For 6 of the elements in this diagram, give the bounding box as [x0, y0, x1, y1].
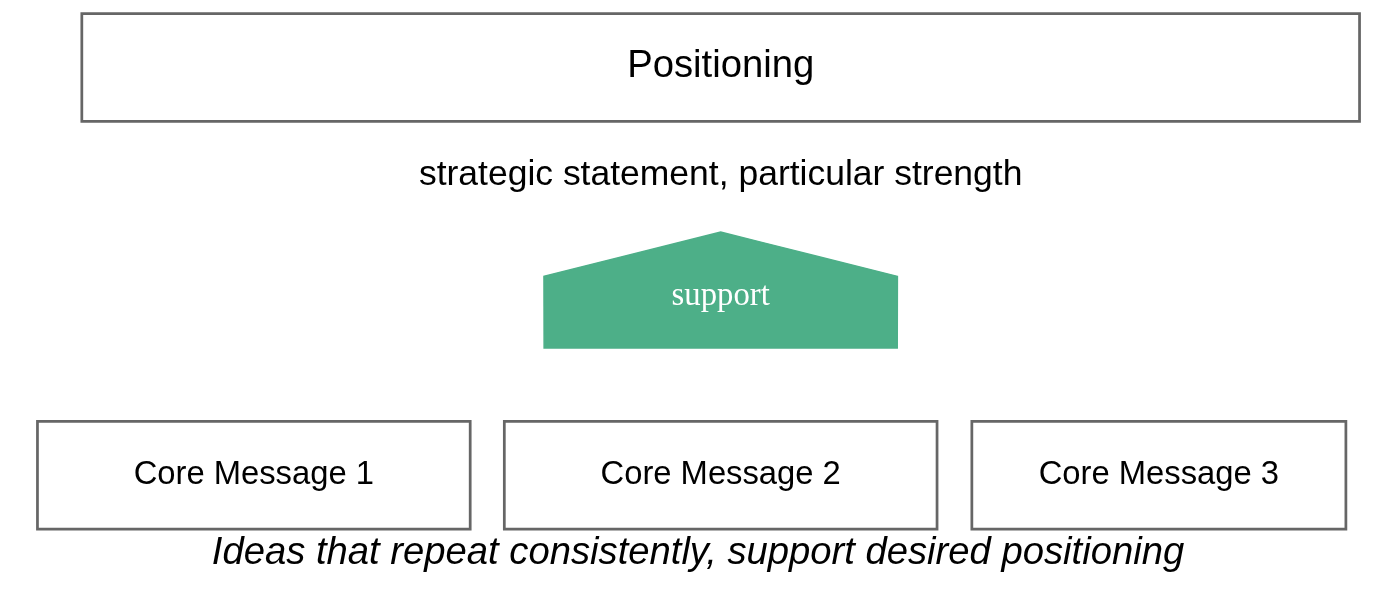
node-label: strategic statement, particular strength — [418, 153, 1023, 194]
node-box: Core Message 3 — [970, 420, 1348, 531]
node-box: Core Message 1 — [36, 420, 472, 531]
node-box: Core Message 2 — [502, 420, 939, 531]
caption: Ideas that repeat consistently, support desired positioning — [211, 528, 1185, 572]
node-box: Positioning — [80, 12, 1361, 123]
